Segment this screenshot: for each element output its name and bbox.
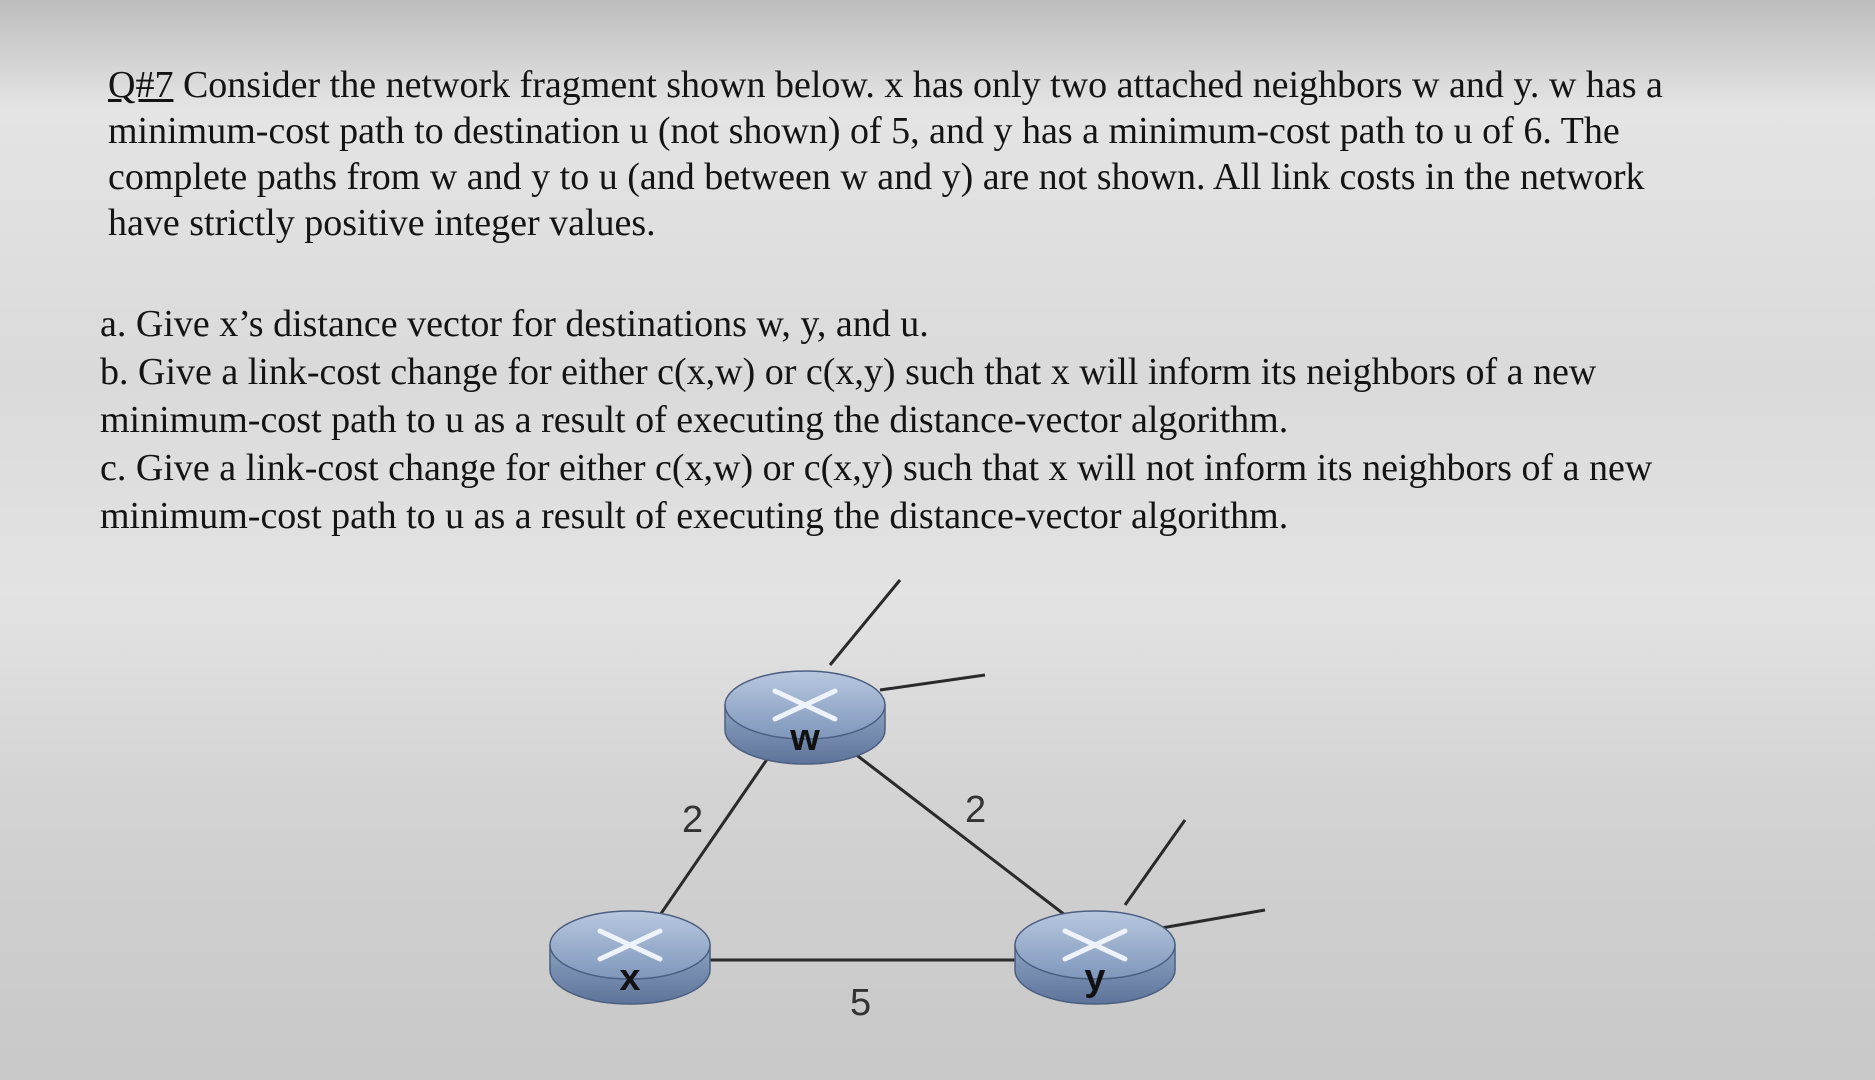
link-x-w: [658, 754, 772, 916]
router-label-y: y: [1084, 957, 1105, 999]
question-paragraph: Q#7 Consider the network fragment shown …: [108, 62, 1668, 246]
question-number: Q#7: [108, 64, 174, 106]
part-label: c.: [100, 447, 127, 489]
part-text: Give a link-cost change for either c(x,w…: [100, 447, 1653, 537]
y-stub-link-right: [1149, 908, 1266, 932]
link-w-y: [849, 748, 1066, 917]
link-cost-x-w: 2: [682, 799, 703, 841]
router-w: w: [724, 670, 886, 765]
part-c: c. Give a link-cost change for either c(…: [100, 444, 1700, 540]
w-stub-link-right: [879, 673, 986, 692]
network-diagram: 2 2 5 w x: [549, 579, 1266, 1024]
part-label: a.: [100, 303, 127, 345]
router-arrows-icon: [1062, 928, 1128, 962]
router-arrows-icon: [597, 928, 663, 962]
router-arrows-icon: [772, 688, 838, 722]
link-cost-x-y: 5: [850, 982, 871, 1024]
router-y: y: [1014, 910, 1176, 1005]
router-x: x: [549, 910, 711, 1005]
part-text: Give a link-cost change for either c(x,w…: [100, 351, 1597, 441]
router-label-w: w: [789, 717, 820, 759]
link-cost-w-y: 2: [965, 789, 986, 831]
part-label: b.: [100, 351, 129, 393]
y-stub-link-up: [1123, 819, 1187, 906]
part-text: Give x’s distance vector for destination…: [135, 303, 929, 345]
question-parts: a. Give x’s distance vector for destinat…: [100, 300, 1700, 540]
part-b: b. Give a link-cost change for either c(…: [100, 348, 1700, 444]
w-stub-link-up: [828, 579, 902, 666]
part-a: a. Give x’s distance vector for destinat…: [100, 300, 1700, 348]
question-text: Consider the network fragment shown belo…: [108, 64, 1663, 244]
router-label-x: x: [619, 957, 640, 999]
